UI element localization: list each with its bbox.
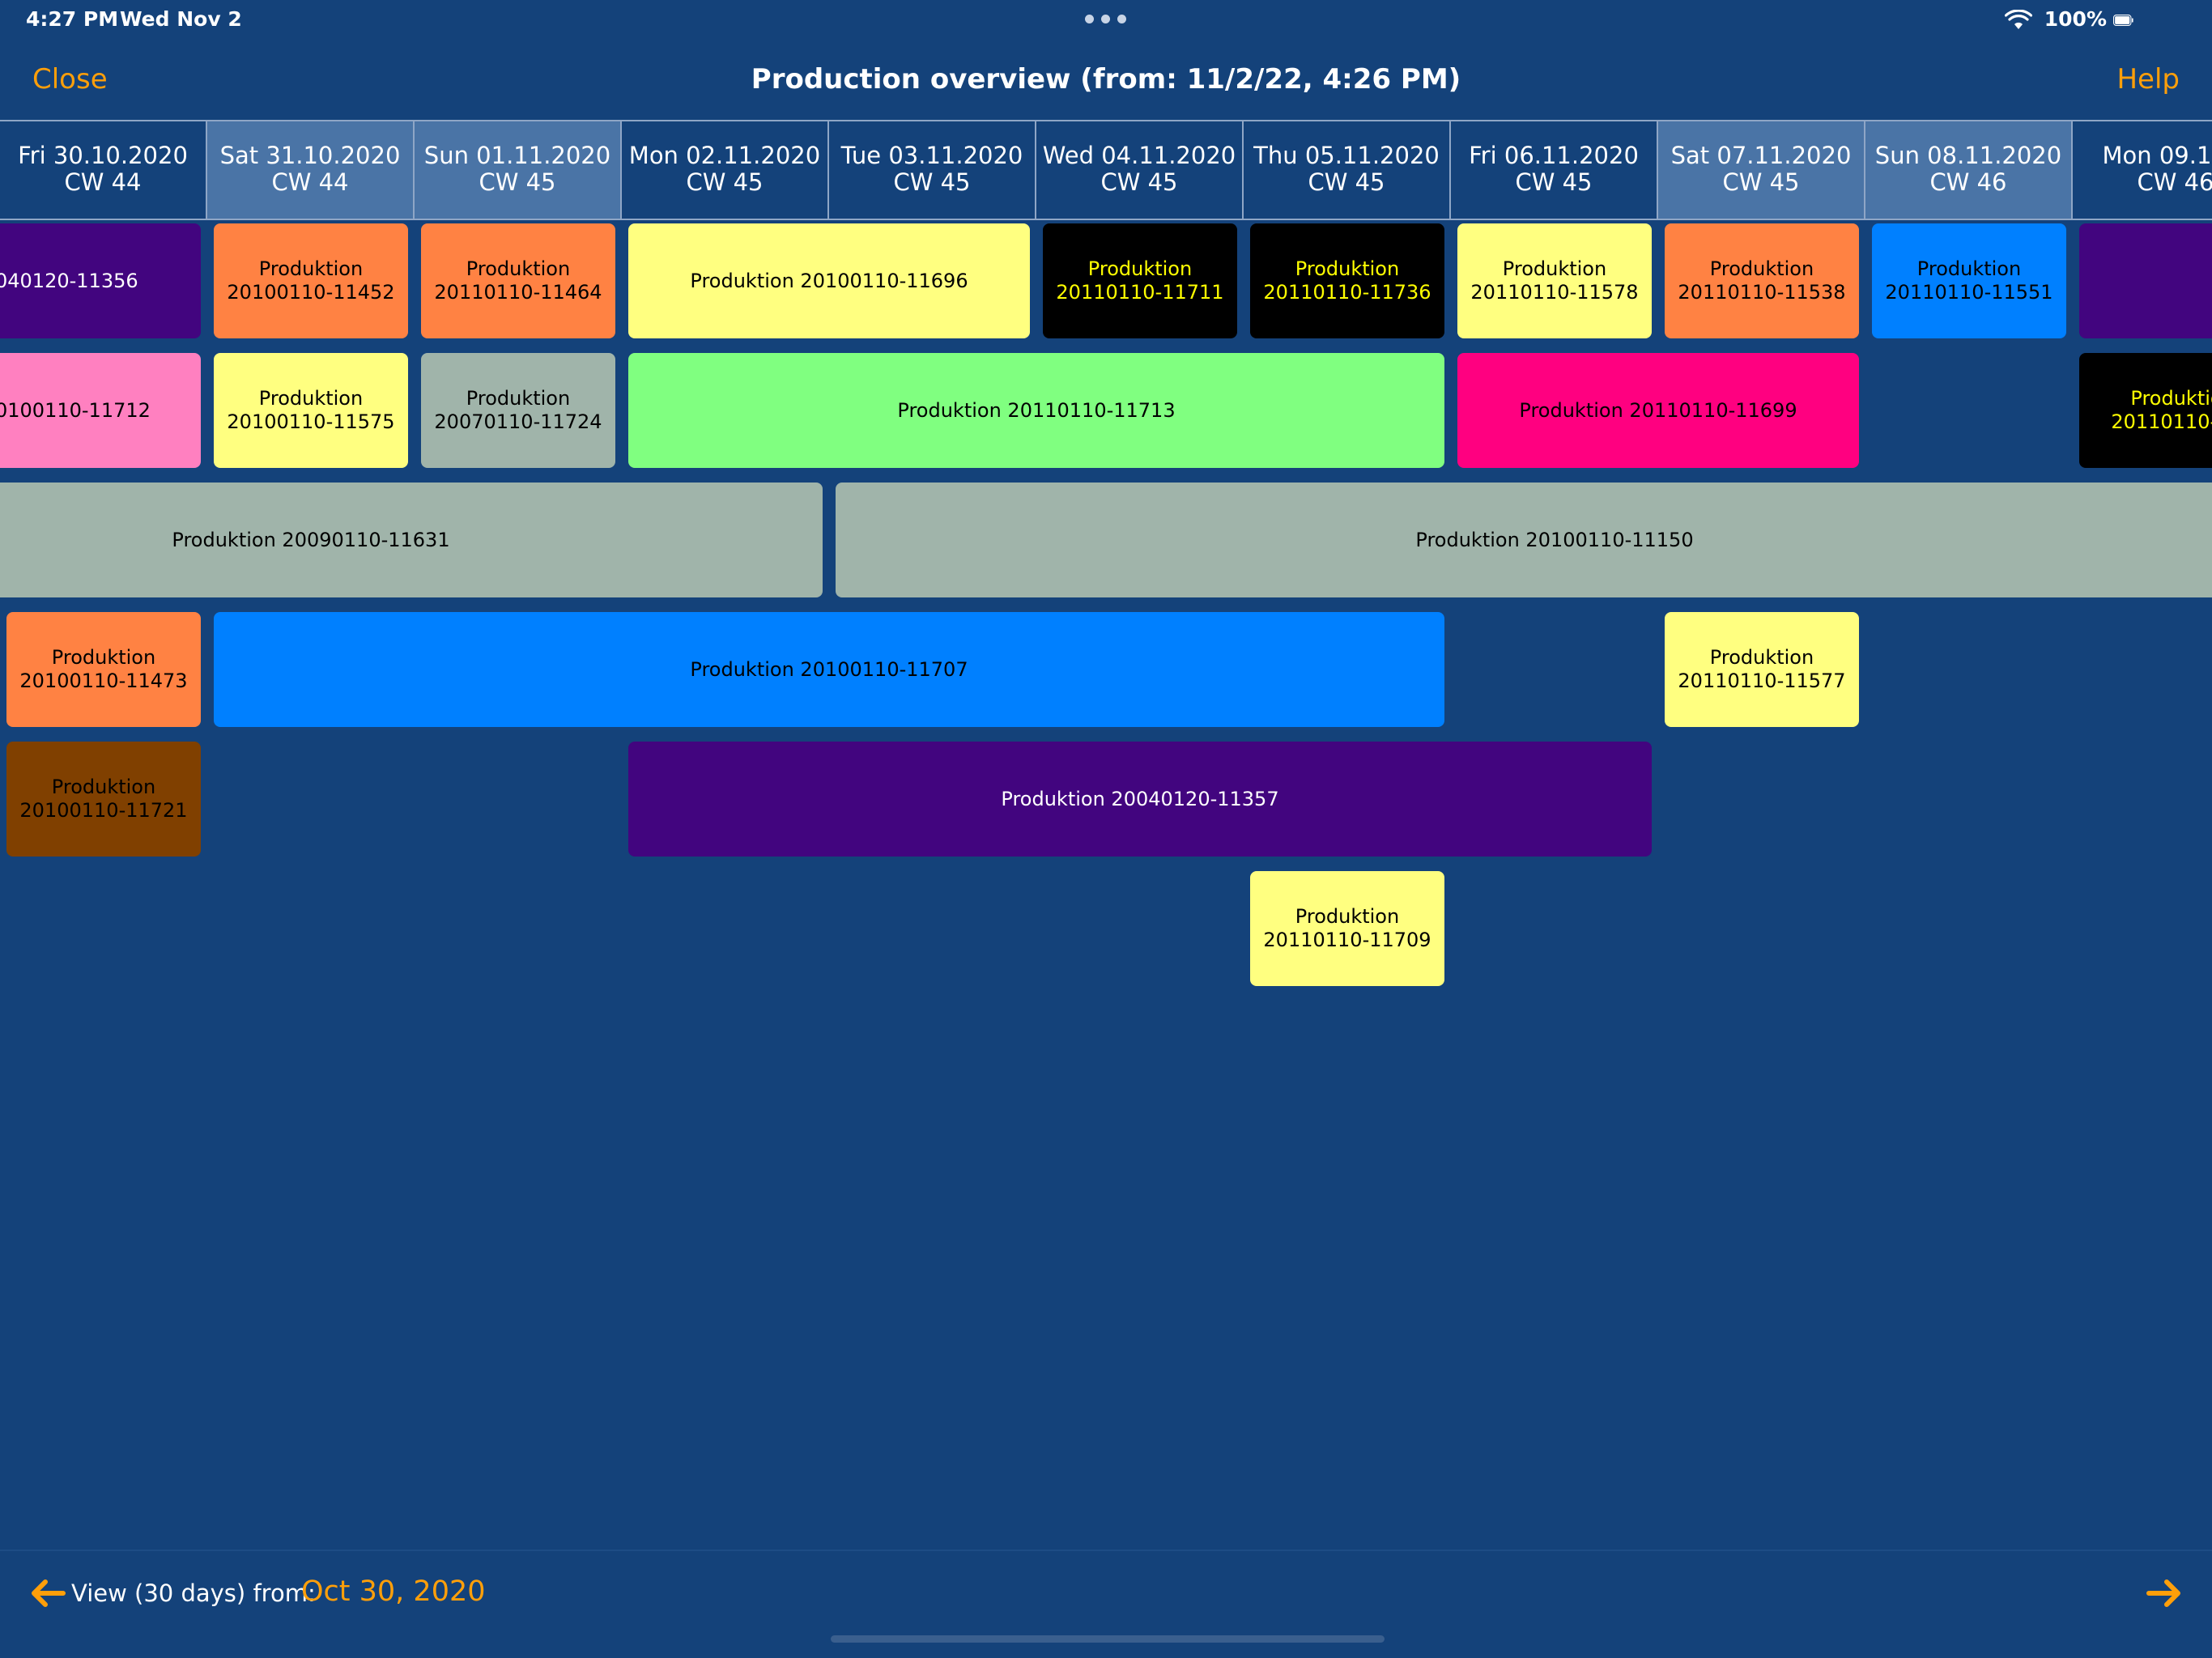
production-order-bar[interactable]: Produktion 20110110-11538 (1665, 223, 1859, 338)
production-order-bar[interactable]: Produktion 20100110-11473 (6, 612, 201, 727)
production-order-bar[interactable]: Produktion 20100110-11696 (628, 223, 1030, 338)
view-range-label: View (30 days) from: (71, 1579, 316, 1607)
production-order-bar[interactable]: Produktion 20040120-11357 (628, 742, 1652, 857)
day-calendar-week: CW 46 (2137, 168, 2212, 196)
production-order-bar[interactable]: Produktion 20070110-11724 (421, 353, 615, 468)
production-order-bar[interactable]: Produktion 20100110-11452 (214, 223, 408, 338)
production-order-bar[interactable] (2079, 223, 2212, 338)
day-calendar-week: CW 45 (893, 168, 971, 196)
day-calendar-week: CW 45 (686, 168, 764, 196)
day-date-label: Mon 09.11.2 (2102, 142, 2212, 169)
production-order-bar[interactable]: Produktion 20110110-11713 (628, 353, 1444, 468)
day-calendar-week: CW 45 (1722, 168, 1800, 196)
production-order-bar[interactable]: Produktion 20110110-11551 (1872, 223, 2066, 338)
page-title: Production overview (from: 11/2/22, 4:26… (751, 63, 1461, 96)
arrow-left-icon[interactable] (26, 1574, 68, 1613)
day-date-label: Thu 05.11.2020 (1253, 142, 1440, 169)
day-calendar-week: CW 45 (1100, 168, 1178, 196)
bottom-toolbar (0, 1550, 2212, 1658)
production-order-bar[interactable]: Produktion 20110110-11736 (1250, 223, 1444, 338)
day-date-label: Sat 31.10.2020 (219, 142, 401, 169)
day-date-label: Mon 02.11.2020 (628, 142, 821, 169)
day-date-label: Fri 06.11.2020 (1469, 142, 1639, 169)
help-button[interactable]: Help (2116, 63, 2180, 96)
battery-icon (2113, 15, 2133, 26)
production-order-bar[interactable]: Produktion 20100110-11575 (214, 353, 408, 468)
day-date-label: Wed 04.11.2020 (1042, 142, 1236, 169)
production-order-bar[interactable]: Produktion 20110110-11709 (1250, 871, 1444, 986)
production-order-bar[interactable]: Produktion 20100110-11707 (214, 612, 1444, 727)
day-calendar-week: CW 45 (1515, 168, 1593, 196)
day-calendar-week: CW 44 (271, 168, 349, 196)
status-date: Wed Nov 2 (120, 7, 242, 31)
day-calendar-week: CW 46 (1929, 168, 2007, 196)
production-order-bar[interactable]: Produktion 20100110-11721 (6, 742, 201, 857)
home-indicator (831, 1635, 1385, 1643)
day-date-label: Sun 08.11.2020 (1874, 142, 2062, 169)
battery-percentage: 100% (2044, 7, 2107, 31)
production-order-bar[interactable]: Produktion 20110110-11578 (1457, 223, 1652, 338)
multitasking-ellipsis-icon[interactable] (1085, 15, 1127, 24)
day-date-label: Sat 07.11.2020 (1670, 142, 1852, 169)
production-order-bar[interactable]: Produktion 20110110-11699 (1457, 353, 1859, 468)
production-order-bar[interactable]: Produktion 20110110-11577 (1665, 612, 1859, 727)
production-order-bar[interactable]: Produktion 20110110-11464 (421, 223, 615, 338)
day-calendar-week: CW 45 (479, 168, 556, 196)
production-order-bar[interactable]: Produktion 20100110-11150 (836, 483, 2212, 597)
production-order-bar[interactable]: Produktion 20110110-11711 (1043, 223, 1237, 338)
day-date-label: Tue 03.11.2020 (840, 142, 1023, 169)
day-header-10: Mon 09.11.2CW 46 (2073, 121, 2212, 219)
view-start-date-button[interactable]: Oct 30, 2020 (301, 1575, 486, 1608)
status-time: 4:27 PM (26, 7, 119, 31)
day-date-label: Fri 30.10.2020 (18, 142, 188, 169)
arrow-right-icon[interactable] (2144, 1574, 2186, 1613)
day-calendar-week: CW 44 (64, 168, 142, 196)
production-order-bar[interactable]: 0100110-11712 (0, 353, 201, 468)
day-date-label: Sun 01.11.2020 (423, 142, 611, 169)
wifi-icon (2005, 10, 2032, 29)
production-order-bar[interactable]: 040120-11356 (0, 223, 201, 338)
day-calendar-week: CW 45 (1308, 168, 1385, 196)
production-order-bar[interactable]: Produktio 20110110-11 (2079, 353, 2212, 468)
production-order-bar[interactable]: Produktion 20090110-11631 (0, 483, 823, 597)
close-button[interactable]: Close (32, 63, 108, 96)
